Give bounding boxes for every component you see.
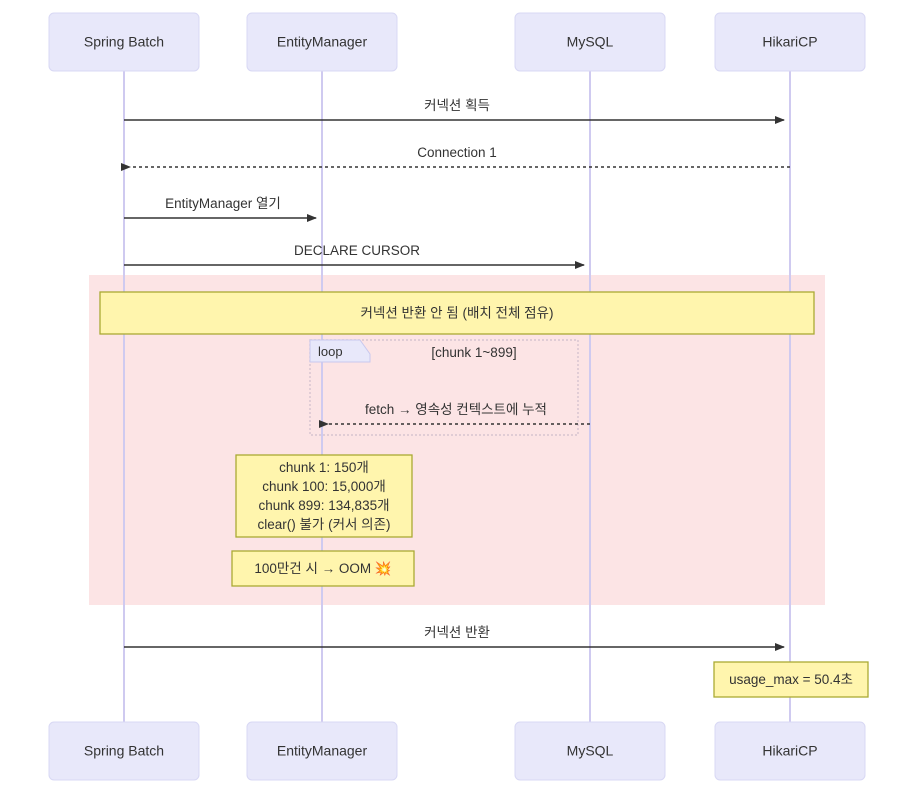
participant-top-hikaricp[interactable]: HikariCP bbox=[714, 12, 866, 72]
participant-top-entity-manager-box[interactable] bbox=[246, 12, 398, 72]
note-chunk-accumulation-line-1: chunk 100: 15,000개 bbox=[262, 479, 386, 494]
loop-fragment-layer: loop [chunk 1~899] bbox=[309, 339, 579, 436]
note-chunk-accumulation-line-3: clear() 불가 (커서 의존) bbox=[257, 517, 390, 532]
participant-bottom-entity-manager-bottom-label: EntityManager bbox=[277, 743, 368, 759]
loop-chunk-tab bbox=[309, 339, 371, 363]
loop-chunk-tab-label: loop bbox=[318, 344, 343, 359]
note-connection-not-returned-line-0: 커넥션 반환 안 됨 (배치 전체 점유) bbox=[361, 306, 554, 321]
msg-acquire-connection-label: 커넥션 획득 bbox=[424, 98, 490, 113]
participant-top-hikaricp-label: HikariCP bbox=[762, 34, 817, 50]
note-oom-line-0: 100만건 시 → OOM 💥 bbox=[254, 560, 392, 577]
msg-release-connection: 커넥션 반환 bbox=[124, 625, 785, 651]
msg-open-entitymanager: EntityManager 열기 bbox=[124, 196, 317, 222]
participant-top-spring-batch-box[interactable] bbox=[48, 12, 200, 72]
participant-bottom-hikaricp-bottom-box[interactable] bbox=[714, 721, 866, 781]
note-chunk-accumulation: chunk 1: 150개 chunk 100: 15,000개 chunk 899… bbox=[235, 454, 413, 538]
msg-open-entitymanager-label: EntityManager 열기 bbox=[165, 196, 281, 211]
note-oom-box bbox=[231, 550, 415, 587]
lifeline-layer bbox=[123, 71, 791, 722]
participant-bottom-hikaricp-bottom-label: HikariCP bbox=[762, 743, 817, 759]
loop-chunk-condition: [chunk 1~899] bbox=[431, 345, 516, 360]
participant-top-spring-batch-label: Spring Batch bbox=[84, 34, 164, 50]
note-connection-not-returned-box bbox=[99, 291, 815, 335]
participant-bottom-hikaricp-bottom[interactable]: HikariCP bbox=[714, 721, 866, 781]
participant-bottom-entity-manager-bottom-box[interactable] bbox=[246, 721, 398, 781]
msg-declare-cursor: DECLARE CURSOR bbox=[124, 243, 585, 269]
note-usage-max-line-0: usage_max = 50.4초 bbox=[729, 672, 853, 687]
msg-connection-1: Connection 1 bbox=[121, 145, 790, 171]
participant-top-mysql-box[interactable] bbox=[514, 12, 666, 72]
participant-top-mysql-label: MySQL bbox=[567, 34, 614, 50]
loop-chunk-frame bbox=[309, 339, 579, 436]
msg-acquire-connection: 커넥션 획득 bbox=[124, 98, 785, 124]
note-connection-not-returned: 커넥션 반환 안 됨 (배치 전체 점유) bbox=[99, 291, 815, 335]
note-oom: 100만건 시 → OOM 💥 bbox=[231, 550, 415, 587]
participant-bottom-spring-batch-bottom[interactable]: Spring Batch bbox=[48, 721, 200, 781]
note-usage-max-box bbox=[713, 661, 869, 698]
participant-bottom-mysql-bottom[interactable]: MySQL bbox=[514, 721, 666, 781]
participant-bottom-entity-manager-bottom[interactable]: EntityManager bbox=[246, 721, 398, 781]
participant-top-mysql[interactable]: MySQL bbox=[514, 12, 666, 72]
msg-declare-cursor-label: DECLARE CURSOR bbox=[294, 243, 420, 258]
note-chunk-accumulation-box bbox=[235, 454, 413, 538]
participant-top-entity-manager[interactable]: EntityManager bbox=[246, 12, 398, 72]
participant-bottom-spring-batch-bottom-label: Spring Batch bbox=[84, 743, 164, 759]
participant-top-entity-manager-label: EntityManager bbox=[277, 34, 368, 50]
note-usage-max: usage_max = 50.4초 bbox=[713, 661, 869, 698]
msg-release-connection-label: 커넥션 반환 bbox=[424, 625, 490, 640]
note-chunk-accumulation-line-2: chunk 899: 134,835개 bbox=[258, 498, 389, 513]
participant-bottom-mysql-bottom-label: MySQL bbox=[567, 743, 614, 759]
message-layer: 커넥션 획득 Connection 1 EntityManager 열기 DECLAR… bbox=[121, 98, 790, 651]
msg-fetch-accumulate: fetch → 영속성 컨텍스트에 누적 bbox=[319, 402, 590, 428]
participant-top-spring-batch[interactable]: Spring Batch bbox=[48, 12, 200, 72]
note-chunk-accumulation-line-0: chunk 1: 150개 bbox=[279, 460, 369, 475]
participant-bottom-spring-batch-bottom-box[interactable] bbox=[48, 721, 200, 781]
note-layer: 커넥션 반환 안 됨 (배치 전체 점유)chunk 1: 150개chunk … bbox=[99, 291, 869, 698]
participant-bottom-mysql-bottom-box[interactable] bbox=[514, 721, 666, 781]
msg-fetch-accumulate-label: fetch → 영속성 컨텍스트에 누적 bbox=[365, 402, 547, 417]
msg-connection-1-label: Connection 1 bbox=[417, 145, 497, 160]
participant-top-hikaricp-box[interactable] bbox=[714, 12, 866, 72]
